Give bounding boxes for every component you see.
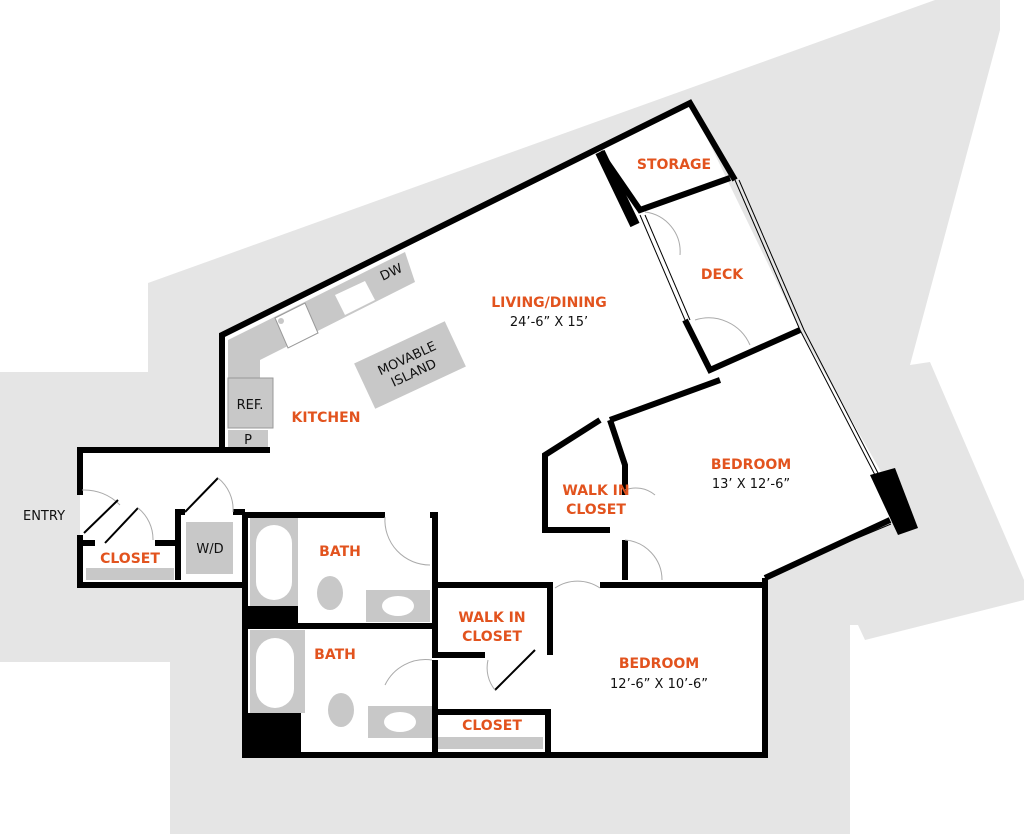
walk-in-closet-2-label-1: WALK IN <box>458 610 525 626</box>
bath-2-fixtures <box>246 630 432 755</box>
walls <box>77 99 918 758</box>
deck-label: DECK <box>701 267 744 283</box>
bath-2-label: BATH <box>314 647 356 663</box>
closet-shelf <box>86 568 174 580</box>
bedroom-2-dimensions: 12’-6” X 10’-6” <box>610 677 708 692</box>
refrigerator-label: REF. <box>237 398 264 413</box>
washer-dryer <box>186 522 233 574</box>
bath-1-fixtures <box>246 518 430 626</box>
living-dining-label: LIVING/DINING <box>491 295 606 311</box>
bedroom-closet-label: CLOSET <box>462 718 522 734</box>
movable-island: MOVABLE ISLAND <box>354 321 466 409</box>
kitchen-label: KITCHEN <box>292 410 361 426</box>
kitchen-counter <box>227 252 415 450</box>
walk-in-closet-1-label-1: WALK IN <box>562 483 629 499</box>
storage-label: STORAGE <box>637 157 711 173</box>
pantry-label: P <box>244 433 252 448</box>
washer-dryer-label: W/D <box>196 542 223 557</box>
living-dining-dimensions: 24’-6” X 15’ <box>510 315 588 330</box>
bedroom-1-dimensions: 13’ X 12’-6” <box>712 477 790 492</box>
walk-in-closet-2-label-2: CLOSET <box>462 629 522 645</box>
bedroom-1-label: BEDROOM <box>711 457 791 473</box>
bath-1-label: BATH <box>319 544 361 560</box>
windows <box>639 179 892 720</box>
bedroom-2-label: BEDROOM <box>619 656 699 672</box>
entry-closet-label: CLOSET <box>100 551 160 567</box>
entry-label: ENTRY <box>23 509 65 524</box>
door-swings <box>81 211 751 691</box>
walk-in-closet-1-label-2: CLOSET <box>566 502 626 518</box>
closet-shelf <box>438 737 543 749</box>
